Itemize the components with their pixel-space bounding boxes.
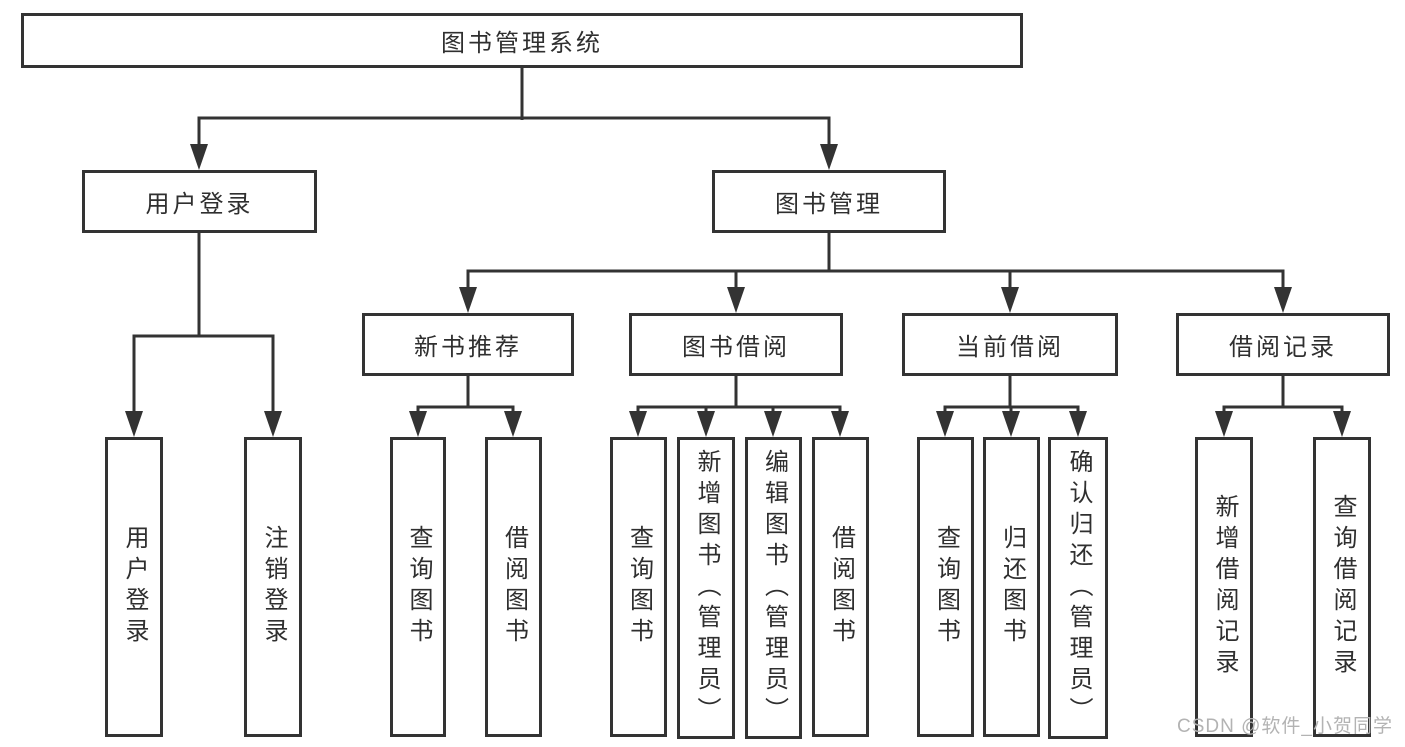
- node-label: 图书管理: [775, 191, 883, 218]
- leaf-query-borrow-record: 查询借阅记录: [1313, 437, 1371, 737]
- leaf-label: 借阅图书: [827, 525, 855, 649]
- node-label: 图书借阅: [682, 334, 790, 361]
- node-borrowing-records: 借阅记录: [1176, 313, 1390, 376]
- leaf-label: 确认归还（管理员）: [1065, 448, 1092, 728]
- leaf-return-books: 归还图书: [983, 437, 1040, 737]
- leaf-borrow-books-recommend: 借阅图书: [485, 437, 542, 737]
- leaf-edit-book-admin: 编辑图书（管理员）: [745, 437, 802, 739]
- leaf-query-books-recommend: 查询图书: [390, 437, 446, 737]
- leaf-label: 查询图书: [932, 525, 960, 649]
- leaf-label: 新增借阅记录: [1211, 494, 1238, 680]
- node-current-borrowing: 当前借阅: [902, 313, 1118, 376]
- leaf-label: 查询借阅记录: [1329, 494, 1356, 680]
- leaf-add-borrow-record: 新增借阅记录: [1195, 437, 1253, 737]
- leaf-label: 归还图书: [998, 525, 1026, 649]
- leaf-confirm-return-admin: 确认归还（管理员）: [1048, 437, 1108, 739]
- leaf-logout: 注销登录: [244, 437, 302, 737]
- node-label: 图书管理系统: [441, 30, 603, 57]
- node-label: 用户登录: [145, 191, 254, 218]
- leaf-borrow-books-borrowing: 借阅图书: [812, 437, 869, 737]
- leaf-label: 编辑图书（管理员）: [760, 448, 788, 728]
- node-library-management-system: 图书管理系统: [21, 13, 1023, 68]
- leaf-label: 查询图书: [405, 525, 432, 649]
- node-book-borrowing: 图书借阅: [629, 313, 843, 376]
- leaf-label: 借阅图书: [500, 525, 528, 649]
- node-new-book-recommendation: 新书推荐: [362, 313, 574, 376]
- node-user-login: 用户登录: [82, 170, 317, 233]
- leaf-query-books-borrowing: 查询图书: [610, 437, 667, 737]
- leaf-label: 查询图书: [625, 525, 653, 649]
- leaf-label: 用户登录: [121, 525, 148, 649]
- node-label: 新书推荐: [414, 334, 522, 361]
- leaf-label: 新增图书（管理员）: [693, 448, 720, 728]
- leaf-user-login: 用户登录: [105, 437, 163, 737]
- node-label: 当前借阅: [956, 334, 1064, 361]
- node-book-management: 图书管理: [712, 170, 946, 233]
- leaf-add-book-admin: 新增图书（管理员）: [677, 437, 735, 739]
- csdn-watermark: CSDN @软件_小贺同学: [1177, 716, 1393, 737]
- node-label: 借阅记录: [1229, 334, 1337, 361]
- leaf-query-books-current: 查询图书: [917, 437, 974, 737]
- leaf-label: 注销登录: [260, 525, 287, 649]
